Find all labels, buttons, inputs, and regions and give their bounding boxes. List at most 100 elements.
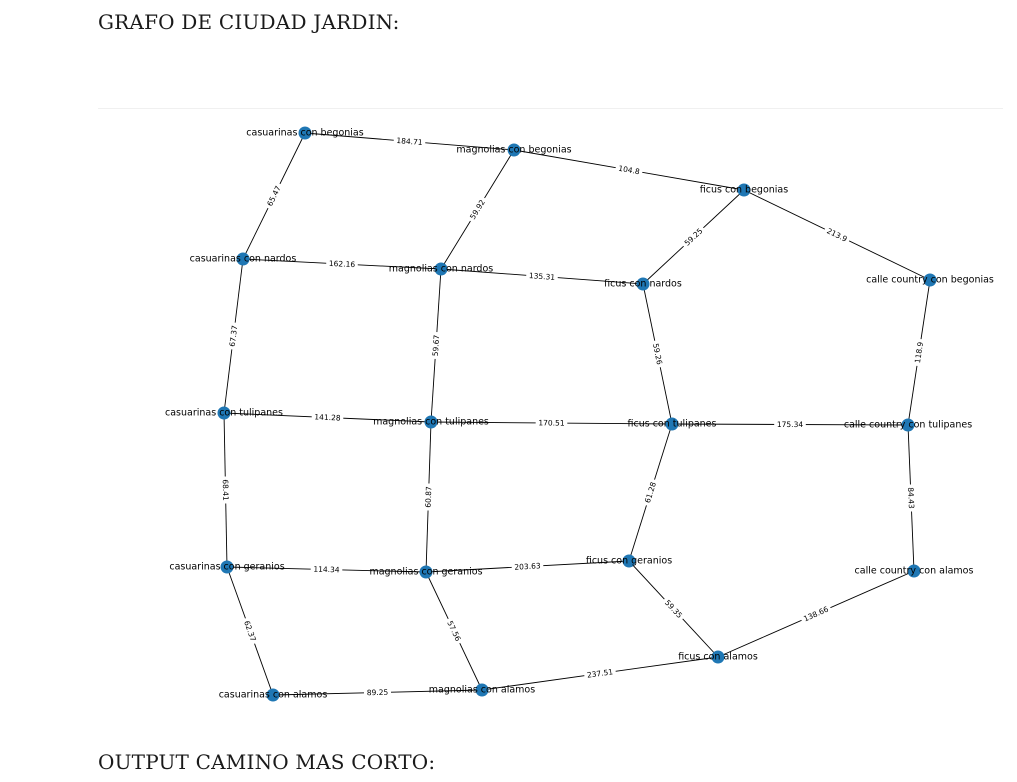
- edge-weight-label: 65.47: [263, 181, 285, 211]
- edge-weight-text: 65.47: [265, 184, 283, 207]
- edge-weight-label: 59.35: [660, 595, 687, 623]
- node-label: magnolias con begonias: [456, 145, 571, 156]
- edge-weight-bg: [443, 616, 465, 646]
- nodes-layer: [217, 126, 937, 702]
- edge-weight-label: 237.51: [583, 666, 617, 681]
- node-cb: [298, 126, 312, 140]
- edge-weight-bg: [240, 616, 260, 646]
- edge-weight-label: 184.71: [393, 135, 426, 148]
- edge-weight-label: 118.9: [912, 338, 926, 367]
- edge-weight-bg: [220, 476, 231, 504]
- node-cg: [220, 560, 234, 574]
- edge-weight-bg: [363, 687, 392, 698]
- edge-weight-text: 89.25: [367, 688, 389, 698]
- node-cn: [236, 252, 250, 266]
- edge-weight-label: 104.8: [614, 162, 644, 178]
- edge-weight-bg: [226, 321, 241, 351]
- edge-weight-text: 141.28: [314, 412, 341, 422]
- edge-weight-text: 62.37: [242, 619, 258, 642]
- edge-weight-label: 162.16: [325, 258, 359, 270]
- node-fa: [711, 650, 725, 664]
- edge-weight-bg: [511, 560, 544, 573]
- graph-canvas: 184.71104.8213.965.4759.9259.25162.16135…: [165, 126, 994, 702]
- node-label: ficus con geranios: [586, 556, 672, 567]
- edge-weight-text: 67.37: [228, 325, 240, 348]
- edge-weight-text: 135.31: [529, 271, 556, 282]
- edge-weight-text: 57.56: [445, 619, 462, 642]
- node-mb: [507, 143, 521, 157]
- edge-weight-label: 67.37: [226, 321, 241, 351]
- node-ca: [266, 688, 280, 702]
- edge-weight-text: 118.9: [913, 341, 925, 364]
- node-fg: [622, 554, 636, 568]
- edge-weight-label: 213.9: [822, 224, 852, 246]
- node-label: magnolias con nardos: [389, 264, 494, 275]
- edge-weight-text: 162.16: [329, 259, 356, 269]
- edge-weight-bg: [822, 224, 852, 246]
- node-ct: [217, 406, 231, 420]
- edge-weight-label: 59.26: [649, 339, 666, 369]
- edge-weight-bg: [649, 339, 666, 369]
- node-mg: [419, 565, 433, 579]
- edge-weight-text: 138.66: [802, 605, 830, 624]
- edge-weight-label: 175.34: [774, 419, 806, 430]
- edge-weight-bg: [525, 270, 559, 283]
- edge-weight-bg: [263, 181, 285, 211]
- edge-weight-label: 135.31: [525, 270, 559, 283]
- edge-weight-bg: [423, 483, 434, 511]
- node-ccb: [923, 273, 937, 287]
- edge-weight-label: 89.25: [363, 687, 392, 698]
- node-label: magnolias con tulipanes: [373, 417, 489, 428]
- edge-weight-text: 203.63: [514, 561, 541, 571]
- edge-weight-bg: [614, 162, 644, 178]
- node-label: magnolias con alamos: [429, 685, 535, 696]
- node-ft: [665, 417, 679, 431]
- node-mt: [424, 415, 438, 429]
- edge-weight-text: 114.34: [313, 565, 340, 575]
- edge-weight-text: 237.51: [586, 667, 613, 680]
- edge-weight-bg: [905, 484, 917, 512]
- node-label: calle country con alamos: [855, 566, 974, 577]
- document-title: GRAFO DE CIUDAD JARDIN:: [98, 10, 400, 34]
- node-label: casuarinas con nardos: [190, 254, 297, 265]
- edge-weight-text: 60.87: [424, 486, 434, 508]
- node-fn: [636, 277, 650, 291]
- node-label: ficus con nardos: [604, 279, 682, 290]
- node-cct: [901, 418, 915, 432]
- edge-weight-label: 62.37: [240, 616, 260, 646]
- section-heading: OUTPUT CAMINO MAS CORTO:: [98, 750, 436, 774]
- node-label: calle country con begonias: [866, 275, 994, 286]
- node-label: magnolias con geranios: [369, 567, 482, 578]
- edge-weight-text: 184.71: [396, 136, 423, 147]
- edge-weight-bg: [660, 595, 687, 623]
- edge-weight-bg: [799, 603, 833, 625]
- edge-weight-text: 175.34: [777, 420, 804, 429]
- edge-weight-text: 59.26: [651, 343, 664, 366]
- edge-weight-label: 59.25: [680, 224, 707, 250]
- edge-weight-label: 60.87: [423, 483, 434, 511]
- node-fb: [737, 183, 751, 197]
- edge-weight-label: 138.66: [799, 603, 833, 625]
- edge-weight-bg: [310, 564, 343, 575]
- edge-weight-label: 57.56: [443, 616, 465, 646]
- node-label: casuarinas con alamos: [219, 690, 328, 701]
- node-label: casuarinas con tulipanes: [165, 408, 283, 419]
- edge-weight-label: 61.28: [641, 478, 660, 507]
- edge-weight-label: 68.41: [220, 476, 231, 504]
- edge-weight-bg: [311, 411, 344, 424]
- edge-weight-bg: [912, 338, 926, 367]
- node-ma: [475, 683, 489, 697]
- edge-weight-label: 203.63: [511, 560, 544, 573]
- edge-weight-bg: [583, 666, 617, 681]
- edge-weight-bg: [393, 135, 426, 148]
- edge-weight-label: 170.51: [535, 417, 568, 429]
- edge-weight-label: 141.28: [311, 411, 344, 424]
- edge-weight-label: 84.43: [905, 484, 917, 512]
- node-cca: [907, 564, 921, 578]
- edge-labels-layer: 184.71104.8213.965.4759.9259.25162.16135…: [220, 135, 926, 698]
- edge-weight-text: 68.41: [221, 479, 230, 501]
- edge-weight-text: 84.43: [906, 487, 916, 509]
- node-label: ficus con alamos: [678, 652, 758, 663]
